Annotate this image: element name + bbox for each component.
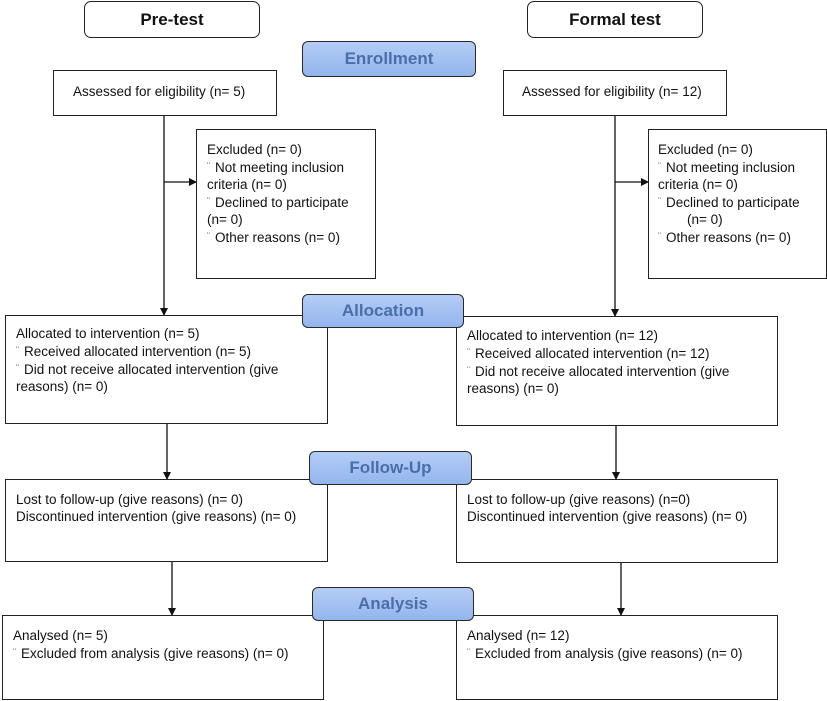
formal-discontinued-line: Discontinued intervention (give reasons)… <box>467 509 748 524</box>
pretest-header: Pre-test <box>84 1 260 38</box>
pretest-excluded-item-other: ¨Other reasons (n= 0) <box>207 230 340 245</box>
formal-not-received-line: ¨Did not receive allocated intervention … <box>467 364 730 379</box>
stage-followup: Follow-Up <box>309 451 472 485</box>
pretest-followup-box: Lost to follow-up (give reasons) (n= 0) … <box>5 479 328 562</box>
formal-excluded-item-declined: ¨Declined to participate <box>658 195 800 210</box>
bullet-icon: ¨ <box>16 345 19 355</box>
bullet-icon: ¨ <box>207 196 210 206</box>
bullet-icon: ¨ <box>467 365 470 375</box>
pretest-eligibility-text: Assessed for eligibility (n= 5) <box>73 84 246 99</box>
bullet-icon: ¨ <box>658 196 661 206</box>
pretest-excluded-item-not-meeting-cont: criteria (n= 0) <box>207 177 287 192</box>
pretest-excluded-item-declined: ¨Declined to participate <box>207 195 349 210</box>
formal-analysis-box: Analysed (n= 12) ¨Excluded from analysis… <box>456 615 778 700</box>
pretest-eligibility-box: Assessed for eligibility (n= 5) <box>53 70 277 116</box>
formal-excluded-item-not-meeting-cont: criteria (n= 0) <box>658 177 738 192</box>
bullet-icon: ¨ <box>207 161 210 171</box>
stage-allocation-label: Allocation <box>341 301 425 320</box>
stage-enrollment-label: Enrollment <box>344 49 434 68</box>
pretest-lost-line: Lost to follow-up (give reasons) (n= 0) <box>16 492 243 507</box>
formal-excluded-title: Excluded (n= 0) <box>658 142 753 157</box>
pretest-received-line: ¨Received allocated intervention (n= 5) <box>16 344 252 359</box>
pretest-excluded-item-not-meeting: ¨Not meeting inclusion <box>207 160 345 175</box>
bullet-icon: ¨ <box>658 161 661 171</box>
formal-eligibility-box: Assessed for eligibility (n= 12) <box>503 70 727 116</box>
pretest-analysis-box: Analysed (n= 5) ¨Excluded from analysis … <box>2 615 324 700</box>
bullet-icon: ¨ <box>467 647 470 657</box>
formal-excluded-analysis-line: ¨Excluded from analysis (give reasons) (… <box>467 646 743 661</box>
pretest-discontinued-line: Discontinued intervention (give reasons)… <box>16 509 297 524</box>
formal-not-received-cont: reasons) (n= 0) <box>467 381 559 396</box>
pretest-not-received-cont: reasons) (n= 0) <box>16 379 108 394</box>
pretest-not-received-line: ¨Did not receive allocated intervention … <box>16 362 279 377</box>
pretest-excluded-box: Excluded (n= 0) ¨Not meeting inclusion c… <box>196 129 376 279</box>
stage-analysis: Analysis <box>312 587 474 621</box>
bullet-icon: ¨ <box>467 347 470 357</box>
stage-followup-label: Follow-Up <box>349 458 432 477</box>
pretest-excluded-item-declined-cont: (n= 0) <box>207 212 243 227</box>
bullet-icon: ¨ <box>13 647 16 657</box>
pretest-analysed-line: Analysed (n= 5) <box>13 628 108 643</box>
bullet-icon: ¨ <box>658 231 661 241</box>
formal-excluded-item-other: ¨Other reasons (n= 0) <box>658 230 791 245</box>
pretest-allocation-box: Allocated to intervention (n= 5) ¨Receiv… <box>5 315 328 424</box>
stage-enrollment: Enrollment <box>302 41 476 77</box>
pretest-header-label: Pre-test <box>140 9 204 29</box>
formal-allocated-line: Allocated to intervention (n= 12) <box>467 328 658 343</box>
pretest-allocated-line: Allocated to intervention (n= 5) <box>16 326 200 341</box>
formal-received-line: ¨Received allocated intervention (n= 12) <box>467 346 710 361</box>
pretest-excluded-analysis-line: ¨Excluded from analysis (give reasons) (… <box>13 646 289 661</box>
formal-excluded-box: Excluded (n= 0) ¨Not meeting inclusion c… <box>648 129 827 279</box>
stage-analysis-label: Analysis <box>358 594 428 613</box>
stage-allocation: Allocation <box>302 294 464 328</box>
formal-eligibility-text: Assessed for eligibility (n= 12) <box>522 84 702 99</box>
formal-followup-box: Lost to follow-up (give reasons) (n=0) D… <box>456 479 778 563</box>
bullet-icon: ¨ <box>16 363 19 373</box>
formal-analysed-line: Analysed (n= 12) <box>467 628 570 643</box>
pretest-excluded-title: Excluded (n= 0) <box>207 142 302 157</box>
formal-excluded-item-declined-cont: (n= 0) <box>687 212 723 227</box>
bullet-icon: ¨ <box>207 231 210 241</box>
formal-lost-line: Lost to follow-up (give reasons) (n=0) <box>467 492 691 507</box>
formal-excluded-item-not-meeting: ¨Not meeting inclusion <box>658 160 796 175</box>
formal-allocation-box: Allocated to intervention (n= 12) ¨Recei… <box>456 316 778 426</box>
formal-test-header-label: Formal test <box>569 9 661 29</box>
formal-test-header: Formal test <box>527 1 703 38</box>
